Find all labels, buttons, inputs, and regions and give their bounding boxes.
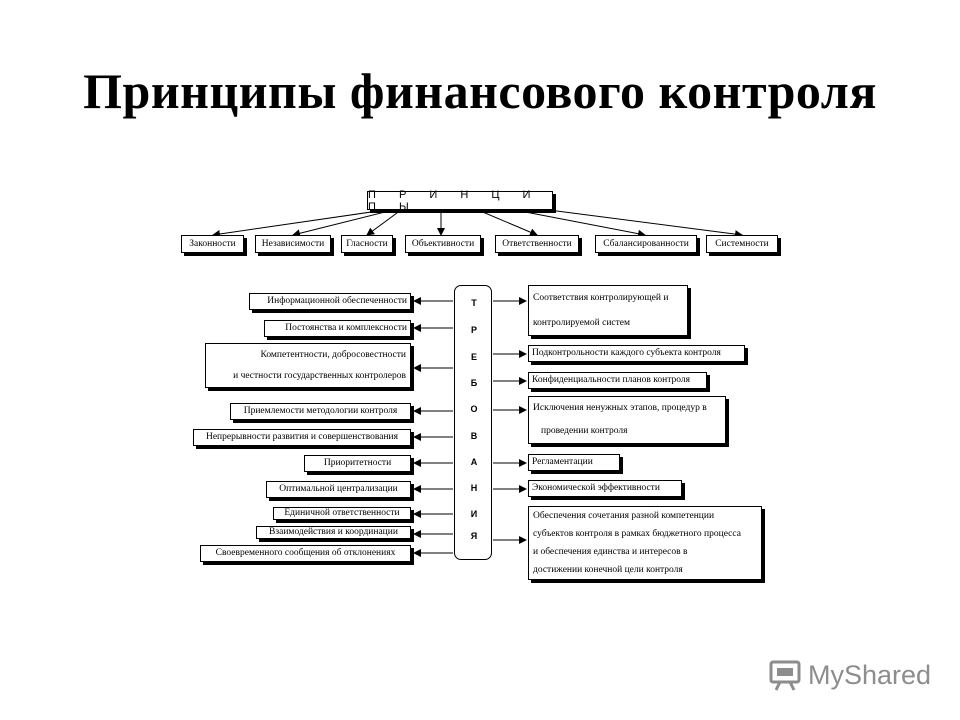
right-requirement-box: Экономической эффективности <box>528 480 682 497</box>
requirements-letter: В <box>470 431 478 441</box>
left-requirement-box: Постоянства и комплексности <box>264 320 411 337</box>
right-requirement-box: Соответствия контролирующей и контролиру… <box>528 285 688 336</box>
requirement-text: Своевременного сообщения об отклонениях <box>215 548 396 559</box>
left-requirement-box: Информационной обеспеченности <box>249 293 411 310</box>
requirements-letter: И <box>470 509 478 519</box>
left-requirement-box: Приоритетности <box>304 455 411 472</box>
principle-label: Системности <box>715 238 769 249</box>
principle-box: Гласности <box>341 235 393 253</box>
principles-header-label: П Р И Н Ц И П Ы <box>368 188 541 213</box>
requirements-letter: Б <box>470 378 478 388</box>
right-requirement-box: Подконтрольности каждого субъекта контро… <box>528 345 745 362</box>
requirement-text: Непрерывности развития и совершенствован… <box>205 432 398 443</box>
requirement-text: Исключения ненужных этапов, процедур в <box>533 403 707 414</box>
requirement-text: Взаимодействия и координации <box>269 527 398 538</box>
requirements-letter: Р <box>470 325 477 335</box>
right-requirement-box: Обеспечения сочетания разной компетенции… <box>528 506 762 580</box>
left-requirement-box: Непрерывности развития и совершенствован… <box>193 429 411 446</box>
requirement-text: Конфиденциальности планов контроля <box>532 375 690 386</box>
requirements-letter: Е <box>470 352 477 362</box>
requirements-letter: А <box>470 457 478 467</box>
requirement-text: Единичной ответственности <box>284 508 400 519</box>
principle-label: Гласности <box>346 238 388 249</box>
principle-box: Системности <box>706 235 778 253</box>
right-requirement-box: Конфиденциальности планов контроля <box>528 372 707 389</box>
principle-label: Объективности <box>411 238 475 249</box>
requirement-text: Компетентности, добросовестности <box>260 349 406 360</box>
principle-box: Объективности <box>405 235 481 253</box>
requirement-text: Приоритетности <box>323 458 392 469</box>
principle-label: Сбалансированности <box>603 238 689 249</box>
principle-label: Законности <box>189 238 236 249</box>
requirements-letter: Н <box>470 483 478 493</box>
left-requirement-box: Единичной ответственности <box>273 507 411 520</box>
requirement-text: проведении контроля <box>541 426 628 437</box>
requirement-text: Информационной обеспеченности <box>267 296 407 307</box>
logo-text: MyShared <box>808 659 932 690</box>
requirement-text: субъектов контроля в рамках бюджетного п… <box>533 528 741 539</box>
principles-header-box: П Р И Н Ц И П Ы <box>367 188 553 213</box>
requirement-text: достижении конечной цели контроля <box>533 564 683 575</box>
requirement-text: Обеспечения сочетания разной компетенции <box>533 510 715 521</box>
principle-label: Независимости <box>261 238 325 249</box>
requirement-text: Приемлемости методологии контроля <box>243 406 398 417</box>
left-requirement-box: Приемлемости методологии контроля <box>230 403 411 420</box>
requirement-text: Оптимальной централизации <box>279 484 398 495</box>
principle-label: Ответственности <box>502 238 572 249</box>
myshared-logo: MyShared <box>768 655 931 695</box>
left-requirement-box: Своевременного сообщения об отклонениях <box>200 545 411 562</box>
page-title: Принципы финансового контроля <box>83 63 877 119</box>
right-requirement-box: Регламентации <box>528 454 620 471</box>
requirement-text: Подконтрольности каждого субъекта контро… <box>532 348 721 359</box>
left-requirement-box: Оптимальной централизации <box>266 481 411 498</box>
principle-box: Законности <box>181 235 244 253</box>
requirements-letter: Т <box>471 298 477 308</box>
principle-box: Сбалансированности <box>595 235 697 253</box>
requirements-column: Т Р Е Б О В А Н И Я <box>454 285 492 560</box>
projector-screen-icon <box>769 660 801 691</box>
principle-box: Независимости <box>255 235 331 253</box>
principle-box: Ответственности <box>495 235 579 253</box>
requirements-letter: О <box>470 404 478 414</box>
requirements-letter: Я <box>470 531 478 541</box>
requirement-text: и обеспечения единства и интересов в <box>533 546 688 557</box>
requirement-text: контролируемой систем <box>533 317 631 328</box>
left-requirement-box: Взаимодействия и координации <box>256 526 411 539</box>
requirement-text: Регламентации <box>532 457 593 468</box>
requirement-text: Экономической эффективности <box>532 483 660 494</box>
requirement-text: Постоянства и комплексности <box>285 323 407 334</box>
left-requirement-box: Компетентности, добросовестности и честн… <box>205 343 411 388</box>
right-requirement-box: Исключения ненужных этапов, процедур в п… <box>528 396 726 444</box>
requirement-text: и честности государственных контролеров <box>233 371 406 382</box>
requirement-text: Соответствия контролирующей и <box>533 293 669 304</box>
